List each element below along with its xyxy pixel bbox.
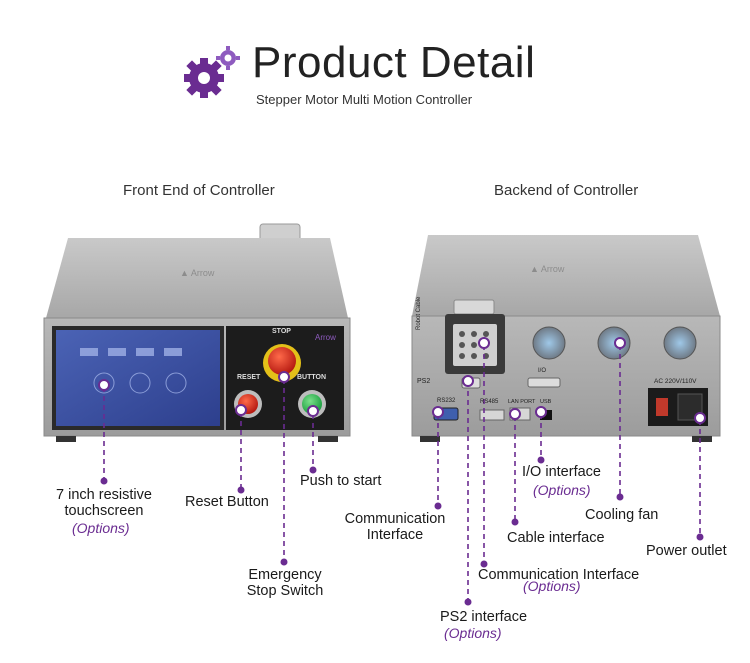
back-controller: ▲ Arrow [411, 235, 721, 442]
touchscreen-label-line2: touchscreen [64, 503, 144, 519]
communication-interface-label: Communication Interface [332, 511, 458, 543]
front-controller: ▲ Arrow Arrow [43, 223, 351, 442]
emergency-label-line1: Emergency [248, 567, 322, 583]
cooling-fans [532, 326, 697, 360]
ac-label: AC 220V/110V [654, 378, 697, 385]
page-title: Product Detail [252, 38, 536, 87]
page-subtitle: Stepper Motor Multi Motion Controller [256, 92, 473, 107]
io-label: I/O [538, 368, 547, 374]
ps2-side-label: PS2 [417, 378, 431, 385]
cooling-fan-label: Cooling fan [585, 507, 659, 523]
io-interface-label: I/O interface [522, 464, 601, 480]
power-outlet-label: Power outlet [646, 543, 727, 559]
touchscreen[interactable] [56, 330, 220, 426]
emergency-label-line2: Stop Switch [246, 583, 324, 599]
section-back-title: Backend of Controller [494, 182, 639, 199]
rs485-label: RS485 [480, 399, 499, 405]
io-interface-options: (Options) [533, 482, 591, 498]
communication-interface-2-label: Communication Interface [478, 567, 640, 583]
touchscreen-label: 7 inch resistive touchscreen [38, 487, 170, 519]
button-label: BUTTON [297, 374, 327, 381]
svg-text:▲ Arrow: ▲ Arrow [180, 268, 215, 278]
callout-lines [103, 345, 701, 600]
reset-button-label: Reset Button [185, 494, 269, 510]
reset-label: RESET [237, 374, 261, 381]
stop-label: STOP [272, 328, 291, 335]
section-front-title: Front End of Controller [123, 182, 275, 199]
touchscreen-options: (Options) [72, 520, 130, 536]
ps2-interface-options: (Options) [444, 625, 502, 641]
svg-text:Arrow: Arrow [315, 333, 336, 342]
svg-text:▲ Arrow: ▲ Arrow [530, 264, 565, 274]
comm-label-line1: Communication [344, 511, 446, 527]
lan-label: LAN PORT [508, 399, 536, 405]
emergency-stop-label: Emergency Stop Switch [232, 567, 338, 599]
robot-cable-label: Robot Cable [416, 296, 422, 330]
gears-icon [184, 46, 240, 98]
rs232-label: RS232 [437, 398, 456, 404]
comm-label-line2: Interface [366, 527, 424, 543]
callout-dots [98, 337, 706, 606]
communication-interface-2-options: (Options) [523, 578, 581, 594]
touchscreen-label-line1: 7 inch resistive [56, 487, 152, 503]
ps2-interface-label: PS2 interface [440, 609, 528, 625]
cable-interface-label: Cable interface [507, 530, 605, 546]
usb-label: USB [540, 399, 552, 405]
push-to-start-label: Push to start [300, 473, 382, 489]
